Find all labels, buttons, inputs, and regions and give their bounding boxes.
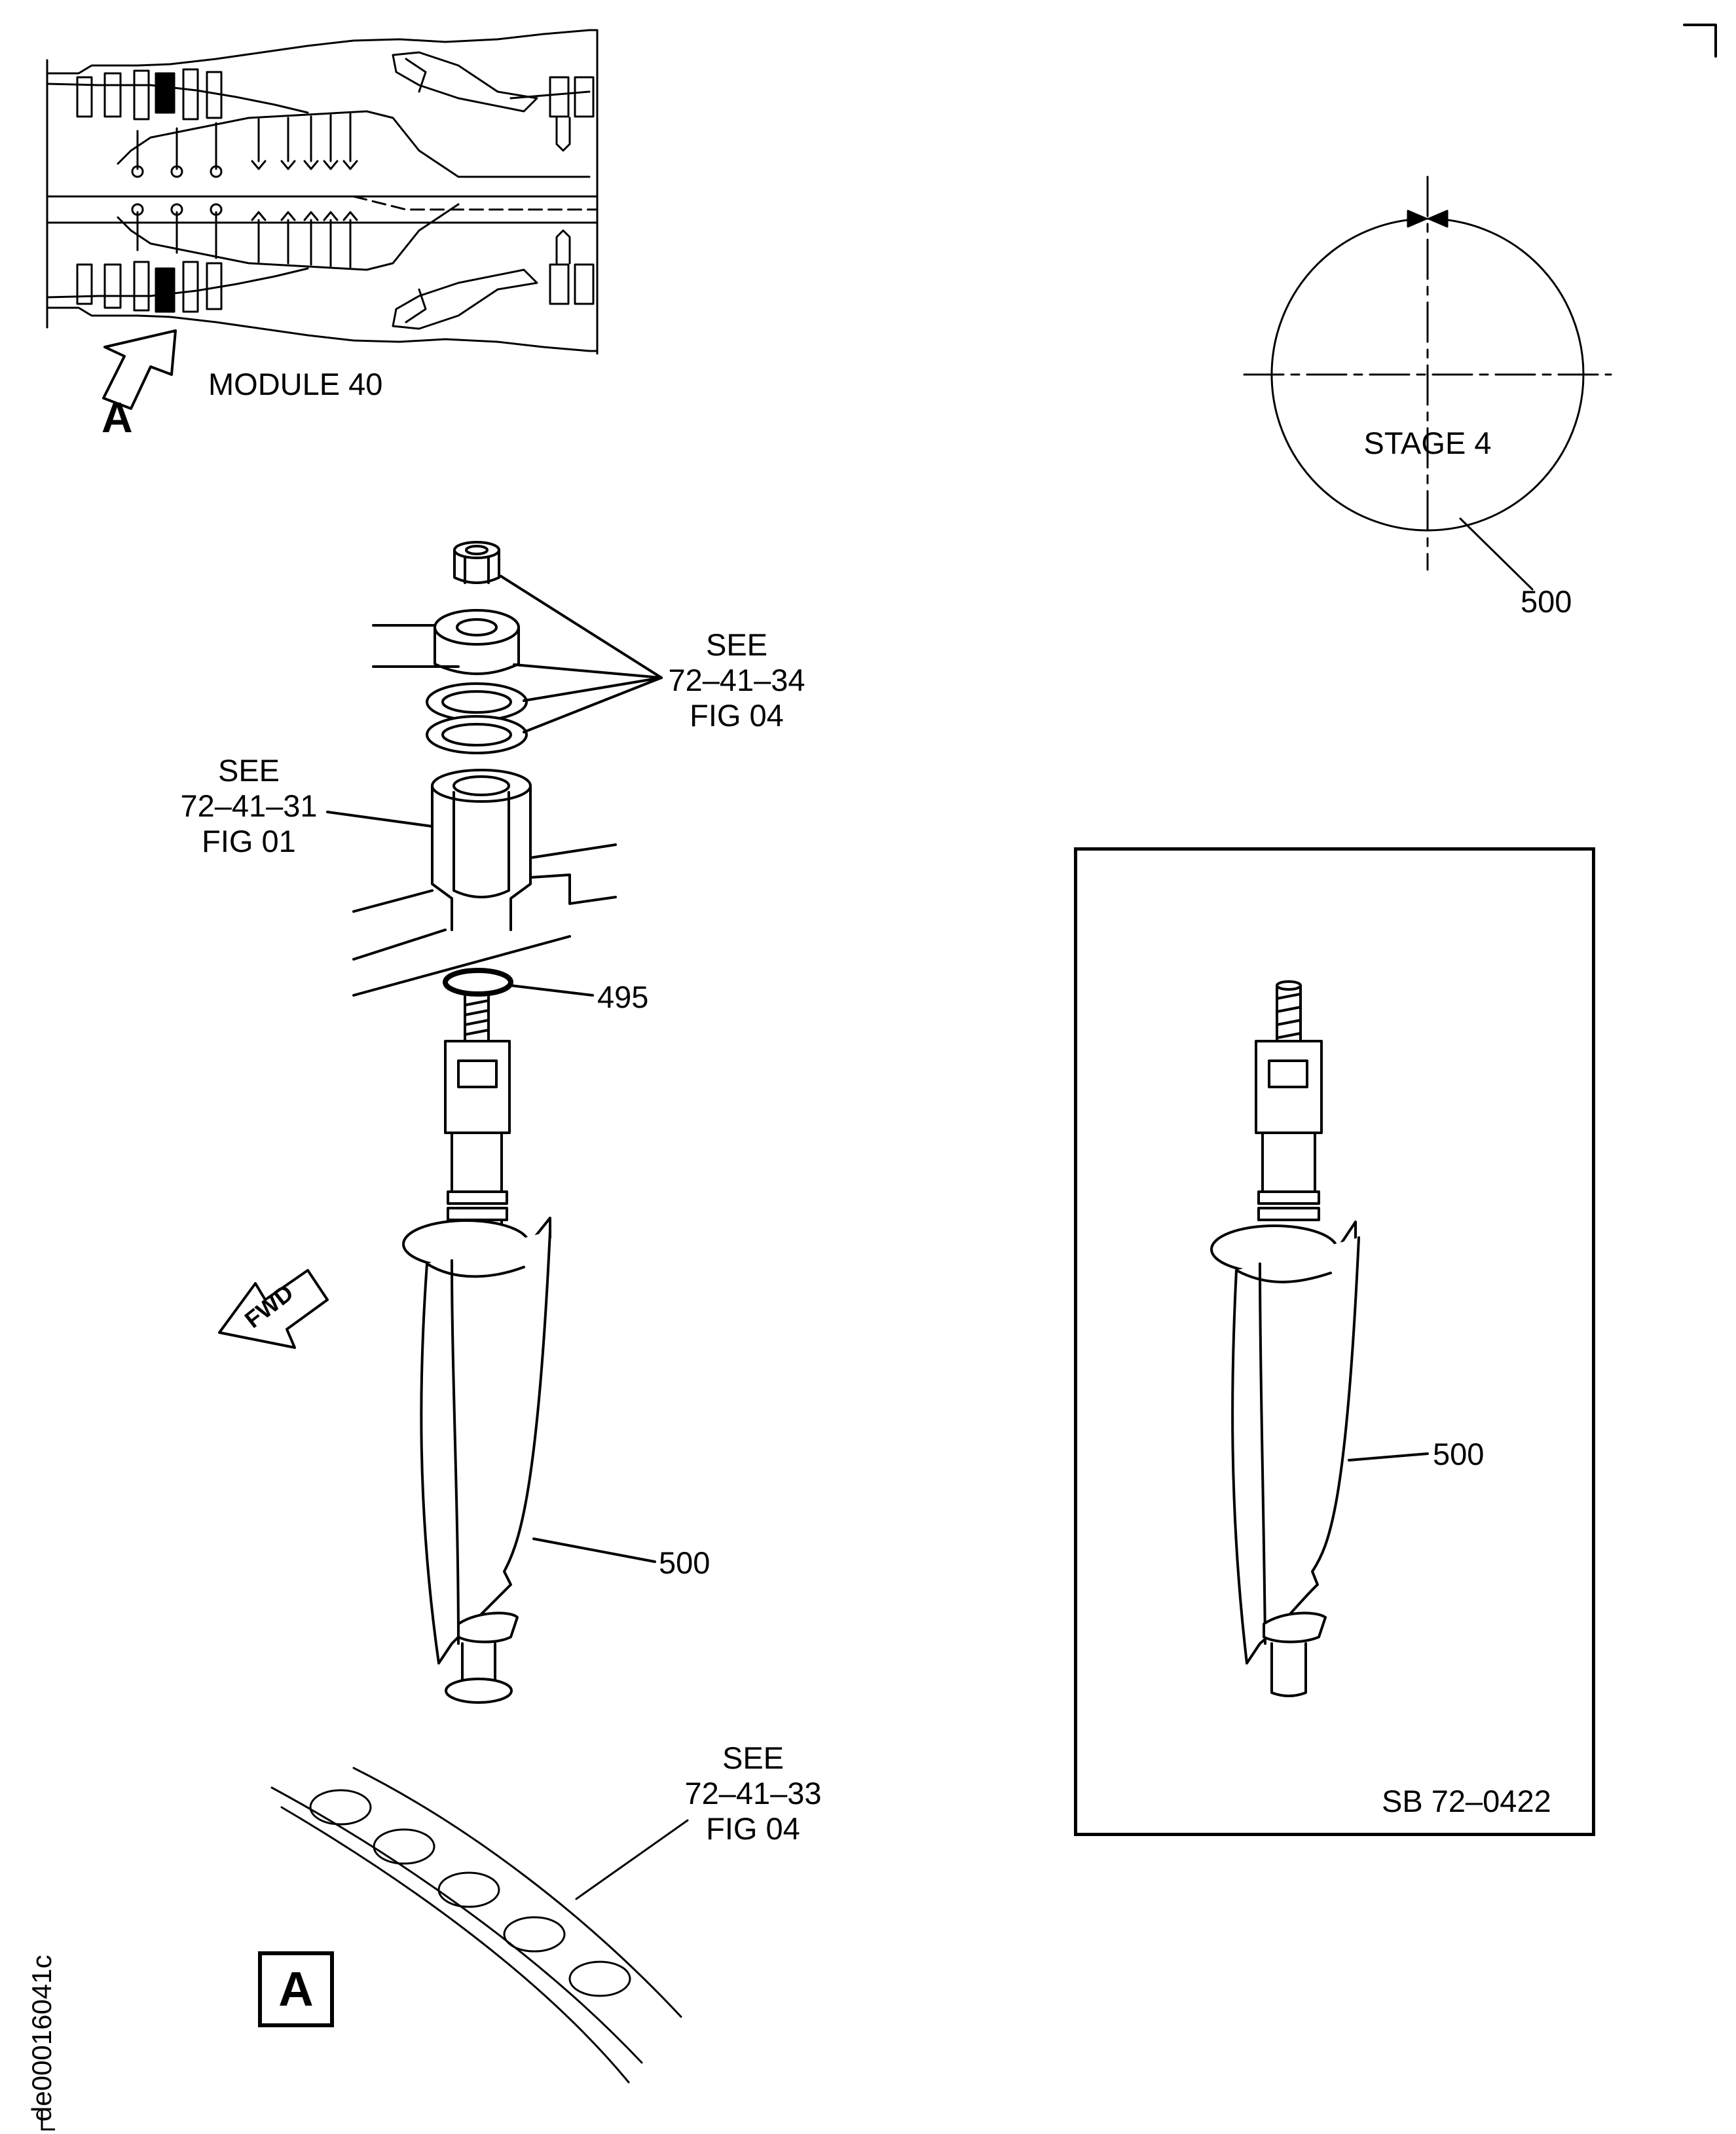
case-reference-note: SEE 72–41–31 FIG 01	[170, 753, 327, 859]
module-label: MODULE 40	[208, 367, 383, 401]
corner-crop-mark	[1683, 24, 1717, 58]
ref-line: 72–41–33	[684, 1776, 822, 1811]
vane-callout: 500	[659, 1545, 711, 1580]
engine-section-view	[46, 29, 599, 355]
view-letter: A	[102, 393, 133, 441]
inset-vane-drawing	[1210, 980, 1429, 1697]
ref-line: SEE	[722, 1740, 785, 1775]
ref-line: 72–41–34	[668, 663, 805, 697]
stage-circle-diagram	[1243, 175, 1612, 591]
service-bulletin-label: SB 72–0422	[1382, 1784, 1551, 1818]
ring-reference-note: SEE 72–41–33 FIG 04	[674, 1740, 832, 1847]
mounting-ring	[270, 1767, 689, 2084]
ref-line: FIG 04	[690, 698, 784, 733]
stage-label: STAGE 4	[1363, 426, 1492, 460]
nut-reference-note: SEE 72–41–34 FIG 04	[661, 627, 812, 733]
view-a-box: A	[258, 1951, 334, 2027]
seal-ring-callout: 495	[597, 980, 649, 1014]
ref-line: FIG 01	[202, 824, 296, 858]
ref-line: 72–41–31	[180, 788, 318, 823]
ref-line: FIG 04	[706, 1811, 800, 1846]
ref-line: SEE	[217, 753, 280, 788]
inset-frame	[1074, 847, 1595, 1836]
inset-vane-callout: 500	[1433, 1437, 1485, 1471]
view-a-arrow	[102, 329, 177, 410]
ref-line: SEE	[705, 627, 768, 662]
exploded-vane-assembly	[218, 541, 663, 1704]
stage-callout-500: 500	[1521, 584, 1572, 619]
